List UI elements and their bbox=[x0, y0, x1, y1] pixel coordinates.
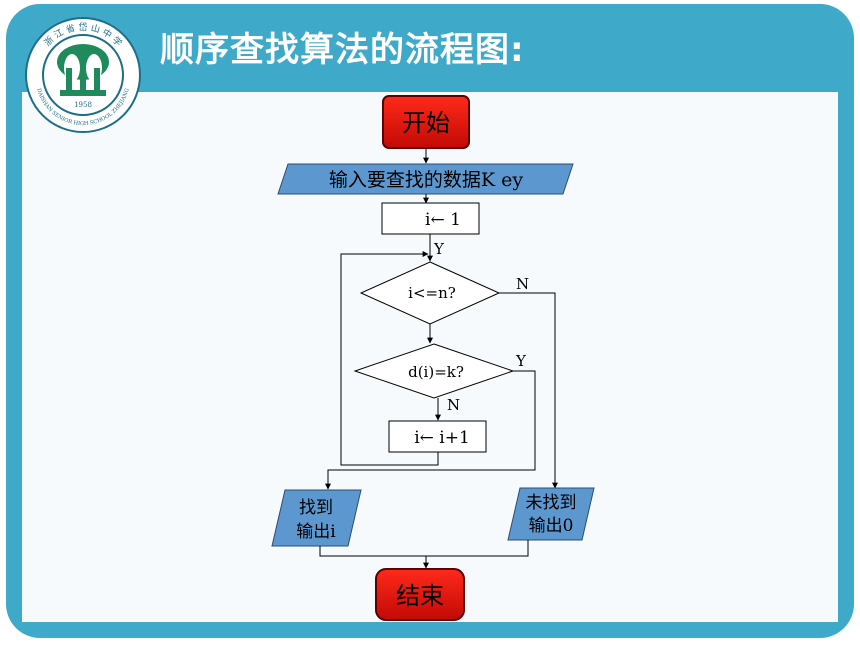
increment-box bbox=[388, 420, 487, 453]
arrow-loop-back bbox=[340, 251, 439, 466]
increment-label: i← i+1 bbox=[414, 428, 470, 448]
found-label-line2: 输出i bbox=[296, 522, 336, 542]
init-box bbox=[381, 202, 480, 235]
label-no-2: N bbox=[447, 396, 460, 414]
school-emblem-logo: 浙 江 省 岱 山 中 学 DAISHAN SENIOR HIGH SCHOOL… bbox=[25, 17, 141, 133]
cond1-label: i<=n? bbox=[408, 284, 456, 302]
arrow-cond2-found bbox=[325, 370, 536, 490]
found-output-box bbox=[271, 489, 362, 547]
merge-line bbox=[319, 540, 529, 557]
emblem-year: 1958 bbox=[74, 101, 92, 109]
arrow-cond1-notfound bbox=[499, 292, 558, 489]
notfound-label-line2: 输出0 bbox=[529, 516, 574, 536]
slide-title: 顺序查找算法的流程图: bbox=[160, 30, 525, 70]
init-label: i← 1 bbox=[425, 210, 461, 230]
notfound-output-box bbox=[507, 487, 595, 541]
label-no-1: N bbox=[516, 275, 529, 293]
cond2-label: d(i)=k? bbox=[408, 363, 464, 381]
start-label: 开始 bbox=[402, 109, 450, 137]
notfound-label-line1: 未找到 bbox=[526, 493, 577, 513]
input-label: 输入要查找的数据K ey bbox=[329, 169, 523, 191]
label-yes-1: Y bbox=[433, 240, 445, 258]
condition-d-eq-k bbox=[353, 343, 515, 399]
end-terminal bbox=[375, 568, 465, 621]
end-label: 结束 bbox=[396, 582, 444, 610]
found-label-line1: 找到 bbox=[299, 498, 333, 518]
input-box bbox=[277, 163, 574, 195]
label-yes-2: Y bbox=[515, 352, 527, 370]
